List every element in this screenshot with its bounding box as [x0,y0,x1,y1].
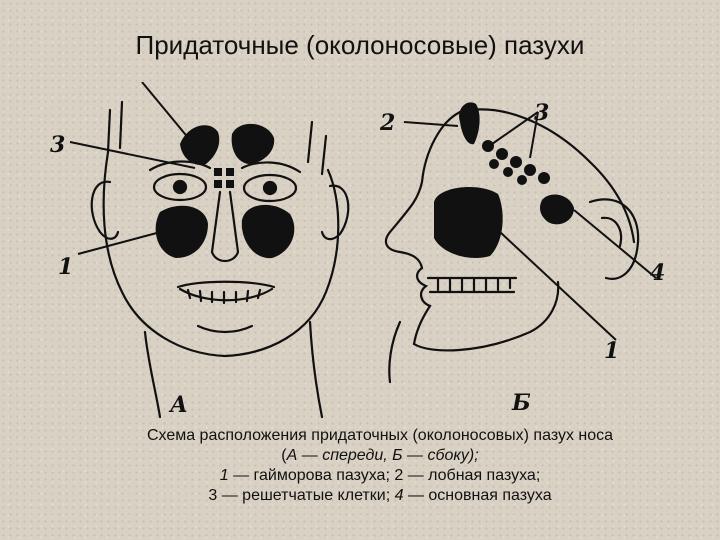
figure-caption: Схема расположения придаточных (околонос… [60,426,700,506]
side-callout-lines [403,111,657,341]
side-sinus-shapes [434,102,574,258]
front-view-drawing [90,100,350,419]
side-callout-3: 3 [534,100,549,126]
caption-line-2: (А — спереди, Б — сбоку); [281,447,479,464]
side-callout-2: 2 [379,110,395,136]
side-callout-1: 1 [604,338,619,364]
caption-line-1: Схема расположения придаточных (околонос… [146,427,614,444]
front-callout-lines [69,82,196,255]
side-view-drawing [384,108,640,384]
front-sinus-shapes [155,123,295,259]
slide-title: Придаточные (околоносовые) пазухи [135,30,585,60]
front-callout-1: 1 [58,254,73,280]
side-callout-4: 4 [650,260,665,286]
caption-line-4: 3 — решетчатые клетки; 4 — основная пазу… [208,487,552,504]
side-view-label: Б [511,390,531,416]
sinus-illustration: 3 1 А [50,82,665,419]
front-view-label: А [168,392,188,418]
caption-line-3: 1 — гайморова пазуха; 2 — лобная пазуха; [219,467,541,484]
front-callout-3: 3 [50,132,65,158]
